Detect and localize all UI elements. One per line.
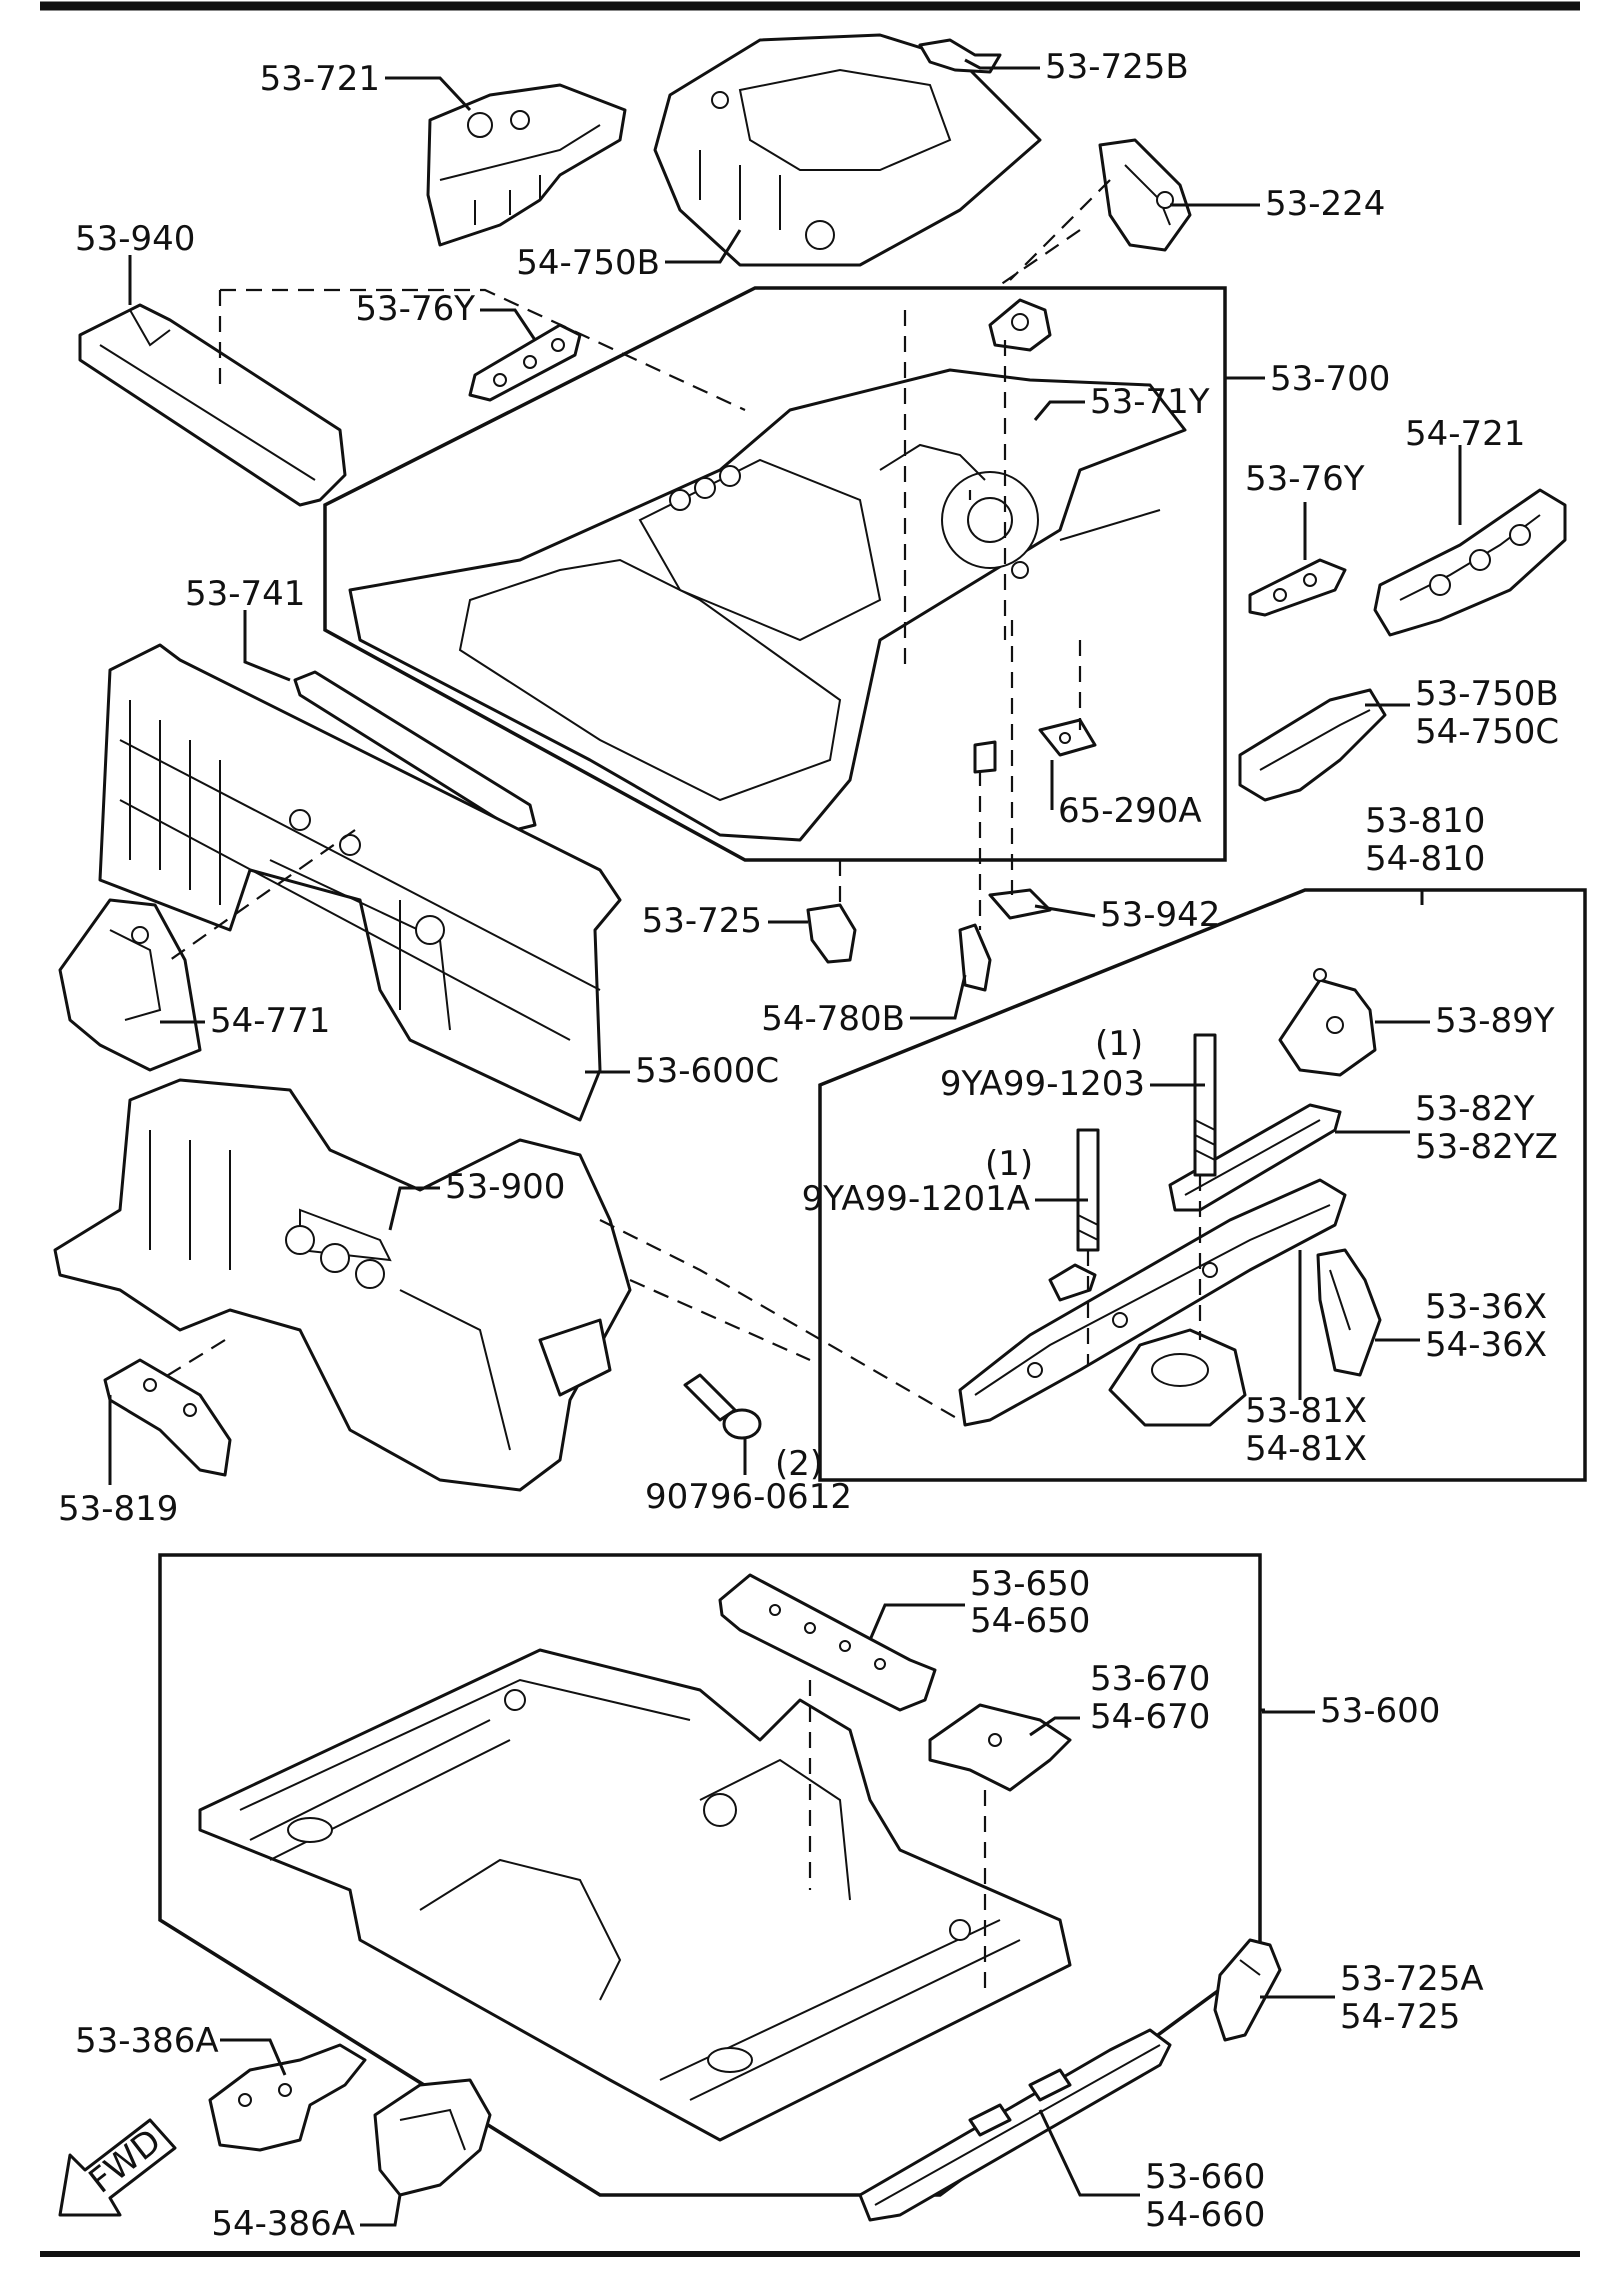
part-9YA99-1201A	[1076, 1128, 1100, 1252]
label-9YA99-1201A: 9YA99-1201A	[802, 1179, 1030, 1219]
label-53-900: 53-900	[445, 1167, 565, 1207]
label-54-780B: 54-780B	[761, 999, 905, 1039]
part-53-386A	[208, 2043, 367, 2152]
part-53-660	[858, 2028, 1172, 2222]
part-53-819	[103, 1358, 232, 1477]
alignment-lines	[159, 179, 1202, 1990]
part-53-750B	[1238, 688, 1387, 802]
part-53-700	[348, 368, 1187, 842]
label-53-600: 53-600	[1320, 1691, 1440, 1731]
label-53-725: 53-725	[642, 901, 762, 941]
label-54-660: 54-660	[1145, 2195, 1265, 2235]
leader-lines	[108, 58, 1462, 2227]
box-53-810	[818, 888, 1587, 1482]
label-54-650: 54-650	[970, 1601, 1090, 1641]
label-53-76Y-b: 53-76Y	[1245, 459, 1365, 499]
part-65-290A	[1038, 718, 1097, 757]
part-labels: 53-721 53-725B 53-224 53-940 54-750B 53-…	[58, 47, 1559, 2244]
part-53-725A	[1213, 1938, 1282, 2042]
part-53-670	[928, 1703, 1072, 1792]
part-53-725B	[918, 38, 1002, 74]
label-qty-1-b: (1)	[985, 1144, 1033, 1184]
label-54-721: 54-721	[1405, 414, 1525, 454]
part-53-942	[988, 888, 1052, 920]
label-53-82YZ: 53-82YZ	[1415, 1127, 1558, 1167]
label-53-942: 53-942	[1100, 895, 1220, 935]
label-53-810: 53-810	[1365, 801, 1485, 841]
part-53-224	[1098, 138, 1192, 252]
label-53-386A: 53-386A	[75, 2021, 219, 2061]
label-54-771: 54-771	[210, 1001, 330, 1041]
label-53-600C: 53-600C	[635, 1051, 779, 1091]
label-54-725: 54-725	[1340, 1997, 1460, 2037]
part-53-940	[78, 303, 347, 507]
label-53-81X: 53-81X	[1245, 1391, 1367, 1431]
label-53-89Y: 53-89Y	[1435, 1001, 1555, 1041]
label-53-725A: 53-725A	[1340, 1959, 1484, 1999]
part-53-71Y	[988, 298, 1052, 352]
label-53-670: 53-670	[1090, 1659, 1210, 1699]
part-53-81X	[1108, 1328, 1247, 1427]
label-53-700: 53-700	[1270, 359, 1390, 399]
part-53-650	[718, 1573, 937, 1712]
part-53-900	[53, 1078, 632, 1492]
label-53-819: 53-819	[58, 1489, 178, 1529]
label-54-386A: 54-386A	[211, 2204, 355, 2244]
part-54-750B	[653, 33, 1042, 267]
label-90796-0612: 90796-0612	[645, 1477, 852, 1517]
part-53-89Y	[1278, 968, 1377, 1077]
label-53-750B: 53-750B	[1415, 674, 1559, 714]
part-53-76Y-b	[1248, 558, 1347, 617]
part-53-600C	[98, 643, 622, 1122]
label-53-36X: 53-36X	[1425, 1287, 1547, 1327]
part-53-76Y-a	[468, 323, 582, 402]
part-53-741	[293, 670, 537, 832]
label-54-810: 54-810	[1365, 839, 1485, 879]
label-53-650: 53-650	[970, 1564, 1090, 1604]
label-53-940: 53-940	[75, 219, 195, 259]
part-54-386A	[373, 2078, 492, 2197]
part-53-810	[958, 1178, 1347, 1427]
label-54-750B: 54-750B	[516, 243, 660, 283]
label-65-290A: 65-290A	[1058, 791, 1202, 831]
label-53-741: 53-741	[185, 574, 305, 614]
label-53-71Y: 53-71Y	[1090, 382, 1210, 422]
label-9YA99-1203: 9YA99-1203	[940, 1064, 1145, 1104]
part-90796-0612	[683, 1373, 762, 1440]
part-53-82Y	[1168, 1103, 1342, 1212]
label-53-725B: 53-725B	[1045, 47, 1189, 87]
label-54-36X: 54-36X	[1425, 1325, 1547, 1365]
label-54-81X: 54-81X	[1245, 1429, 1367, 1469]
label-54-670: 54-670	[1090, 1697, 1210, 1737]
part-53-36X	[1316, 1248, 1382, 1377]
part-54-771	[58, 898, 202, 1072]
fwd-arrow-icon: FWD	[58, 2118, 177, 2217]
box-53-700	[323, 286, 1227, 862]
part-54-721	[1373, 488, 1567, 637]
label-53-224: 53-224	[1265, 184, 1385, 224]
box-53-600	[158, 1553, 1262, 2197]
part-53-721	[426, 83, 627, 247]
label-53-82Y: 53-82Y	[1415, 1089, 1535, 1129]
part-stud-a	[973, 740, 997, 774]
label-qty-1-a: (1)	[1095, 1024, 1143, 1064]
part-53-600	[198, 1648, 1072, 2142]
part-53-725	[806, 903, 857, 964]
part-9YA99-1203	[1193, 1033, 1217, 1177]
label-53-721: 53-721	[260, 59, 380, 99]
label-54-750C: 54-750C	[1415, 712, 1559, 752]
label-qty-2: (2)	[775, 1444, 823, 1484]
label-53-660: 53-660	[1145, 2157, 1265, 2197]
part-stud-nut	[1048, 1263, 1097, 1302]
label-53-76Y-a: 53-76Y	[355, 289, 475, 329]
